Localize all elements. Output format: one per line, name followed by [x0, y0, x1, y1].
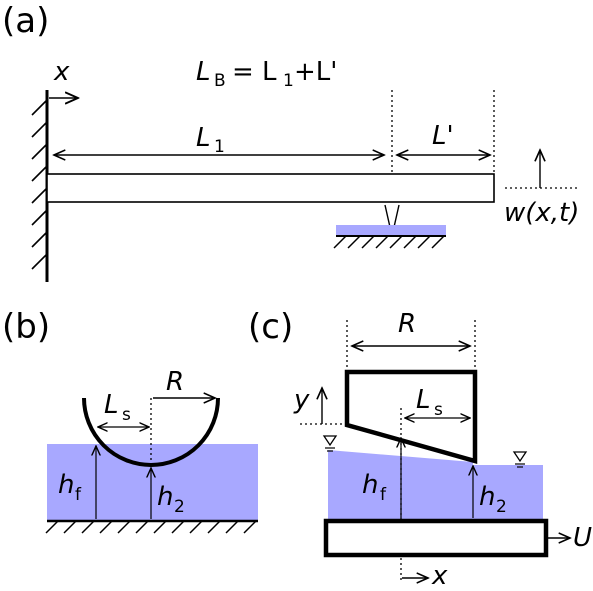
- ls-label-c: L: [416, 385, 431, 415]
- l1-sub: 1: [214, 137, 225, 157]
- water-level-symbol-right: [512, 451, 528, 468]
- lprime-label: L': [432, 121, 454, 151]
- cantilever-beam: [46, 173, 495, 203]
- ls-sub-c: s: [434, 400, 443, 420]
- eq-plus: +L': [294, 57, 337, 87]
- x-axis-label: x: [53, 57, 70, 87]
- hf-sub-c: f: [380, 485, 387, 505]
- radius-label-b: R: [166, 367, 184, 397]
- fluid-layer: [47, 444, 258, 521]
- radius-label-c: R: [398, 309, 416, 339]
- inclined-slider: [344, 369, 478, 464]
- h2-sub-b: 2: [174, 497, 185, 517]
- wall-hatching: [31, 99, 48, 270]
- hf-label-b: h: [58, 470, 74, 500]
- eq-sub-B: B: [214, 71, 226, 91]
- ground-hatching: [45, 520, 257, 534]
- h2-sub-c: 2: [496, 497, 507, 517]
- ls-label-b: L: [104, 390, 119, 420]
- l1-label: L: [196, 123, 211, 153]
- panel-c-tag: (c): [248, 307, 293, 347]
- beam-length-equation: L B = L 1 +L': [196, 57, 337, 91]
- fluid-layer-c: [328, 450, 543, 520]
- panel-b: (b) R L s h: [2, 307, 258, 534]
- hf-label-c: h: [362, 470, 378, 500]
- hf-sub-b: f: [75, 485, 82, 505]
- h2-label-c: h: [479, 482, 495, 512]
- x-axis-label-c: x: [431, 561, 448, 586]
- support-hatching: [333, 235, 445, 249]
- ls-sub-b: s: [122, 405, 131, 425]
- support-fluid-layer: [336, 225, 446, 236]
- eq-sub-1: 1: [283, 71, 294, 91]
- panel-a: (a) L B = L 1 +L' x L 1: [2, 1, 580, 282]
- panel-a-tag: (a): [2, 1, 49, 41]
- y-axis-label: y: [293, 385, 310, 415]
- moving-plate: [323, 518, 549, 558]
- h2-label-b: h: [157, 482, 173, 512]
- eq-rhs: = L: [232, 57, 277, 87]
- panel-b-tag: (b): [2, 307, 50, 347]
- panel-c: (c) R y L s h f: [248, 307, 592, 591]
- velocity-label: U: [573, 523, 592, 553]
- deflection-label: w(x,t): [504, 198, 579, 228]
- eq-L: L: [196, 57, 211, 87]
- water-level-symbol-left: [322, 435, 338, 452]
